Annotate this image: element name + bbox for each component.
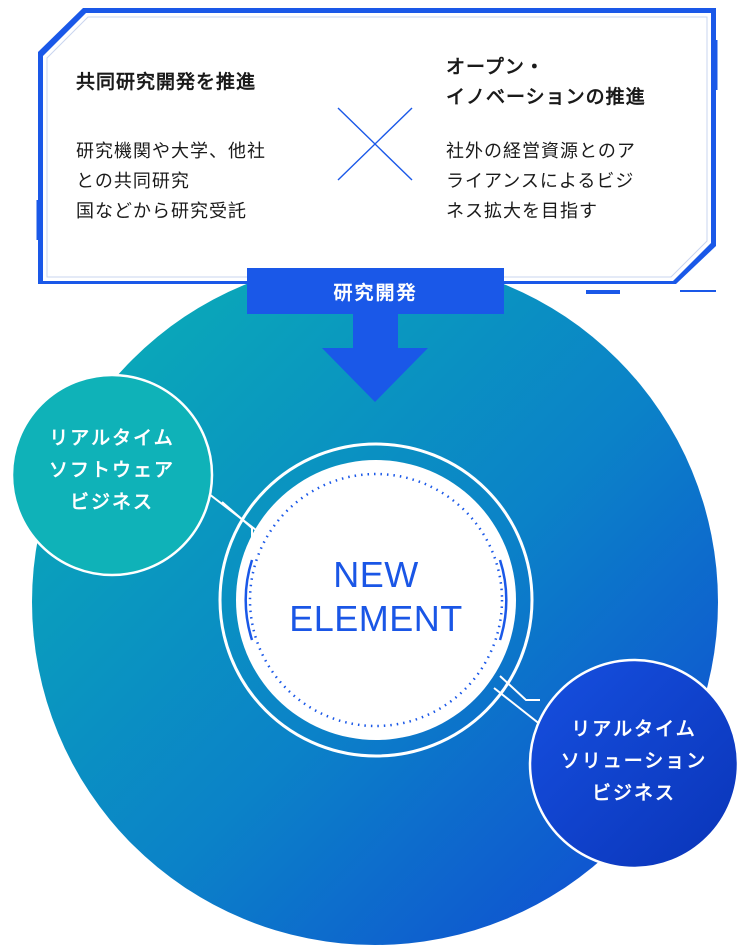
x-cross-icon	[337, 107, 413, 181]
realtime-software-business-label: リアルタイム ソフトウェア ビジネス	[48, 427, 175, 513]
realtime-solution-business-label: リアルタイム ソリューション ビジネス	[560, 718, 708, 804]
center-circle	[236, 460, 516, 740]
center-label-line1: NEW	[333, 554, 419, 595]
rd-tab-label: 研究開発	[333, 281, 418, 304]
center-outer-ring	[218, 442, 534, 758]
info-box-frame	[36, 8, 718, 294]
left-satellite-circle	[10, 373, 214, 577]
rd-tab: 研究開発	[247, 268, 504, 314]
open-innovation-heading: オープン・ イノベーションの推進	[446, 56, 646, 108]
center-arc-right	[498, 559, 508, 641]
open-innovation-description: 社外の経営資源とのア ライアンスによるビジ ネス拡大を目指す	[446, 141, 636, 222]
joint-rd-heading: 共同研究開発を推進	[76, 71, 257, 93]
center-arc-left	[244, 559, 254, 641]
center-label-line2: ELEMENT	[289, 598, 463, 639]
joint-rd-description: 研究機関や大学、他社 との共同研究 国などから研究受託	[76, 141, 266, 222]
center-dashed-ring	[248, 472, 504, 728]
down-arrow-icon	[322, 312, 428, 402]
right-satellite-circle	[528, 658, 740, 870]
center-label: NEW ELEMENT	[246, 553, 506, 641]
